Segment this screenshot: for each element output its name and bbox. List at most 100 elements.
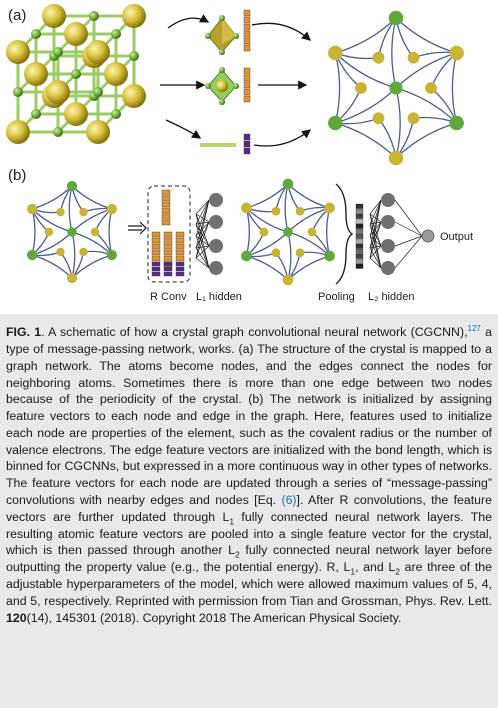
graph-edge [334,52,341,124]
graph-node [271,248,281,258]
l1-hidden-label: L₁ hidden [196,291,242,303]
rconv-feature-vectors [151,189,185,277]
rconv-feature-cell [151,249,161,256]
rconv-box [147,185,191,283]
graph-edge [71,208,113,233]
figure-svg: (a) (b) [6,4,473,303]
graph-node [372,112,385,125]
pooled-feature-cell [355,208,364,214]
rconv-feature-cell [151,237,161,244]
nn-neuron [381,215,395,229]
node-feature-cell [243,37,251,45]
node-feature-cell [243,67,251,75]
crystal-graph-a [328,10,464,166]
rconv-feature-cell [175,237,185,244]
caption-text-2: a type of message-passing network, works… [6,325,492,508]
graph-node [56,247,65,257]
graph-node [328,45,343,61]
large-atom [86,40,110,64]
edge-feature-cell [243,133,251,141]
graph-edge [245,207,250,257]
caption-text-8: (14), 145301 (2018). Copyright 2018 The … [26,610,402,625]
graph-edge [31,231,73,256]
nn-connection [195,247,210,269]
nn-connection [394,221,423,237]
nn-connection [195,245,210,259]
edge-feature-cell [243,147,251,155]
graph-node [67,227,77,237]
mapping-arrows [160,14,312,147]
rconv-feature-cell [175,255,185,262]
pooled-feature-cell [355,253,364,259]
nn-connection [369,221,382,249]
graph-edge [395,87,401,159]
graph-node [407,112,420,125]
graph-node [295,248,305,258]
pooled-feature-cell [355,218,364,224]
nn-connection [394,235,423,269]
rconv-feature-cell [175,243,185,250]
large-atom [86,120,110,144]
rconv-feature-cell [151,243,161,250]
graph-node [324,250,335,262]
small-atom [93,87,103,97]
citation-127[interactable]: 127 [467,324,481,333]
small-atom [129,51,139,61]
nn-connection [195,199,210,215]
graph-node [295,206,305,216]
pooled-feature-cell [355,238,364,244]
graph-node [106,249,117,261]
caption-text-5: fully connected neural network layer bef… [6,543,492,575]
graph-node [44,227,54,237]
rconv-feature-cell [161,201,171,208]
nn-neuron [381,193,395,207]
caption-text-4: fully con­nected neural network layers. … [6,509,492,558]
graph-node [79,207,88,217]
l2-hidden-label: L₂ hidden [368,291,414,303]
rconv-feature-cell [151,266,161,272]
figure-caption: FIG. 1. A schematic of how a crystal gra… [6,321,492,626]
caption-text-7: are three of the adjustable hyper­parame… [6,560,492,608]
graph-node [66,180,78,192]
graph-edge [31,254,73,279]
rconv-feature-cell [161,219,171,226]
graph-node [241,250,252,262]
pooled-feature-cell [355,263,364,269]
graph-edge [391,17,397,89]
graph-edge [71,254,113,279]
graph-edge [287,231,292,281]
node-feature-cell [243,23,251,31]
graph-node [307,227,317,237]
nn-connection [195,199,210,237]
large-atom [64,22,88,46]
graph-edge [287,183,330,209]
nn-connection [195,199,210,259]
graph-edge [335,87,397,124]
nn-neuron [209,239,223,253]
node-feature-cell [243,74,251,82]
graph-node [355,82,367,94]
small-atom [31,109,41,119]
graph-node [283,227,293,237]
graph-edge [284,183,289,233]
graph-edge [246,231,289,257]
graph-node [27,249,38,261]
equation-link[interactable]: (6) [281,493,297,508]
rconv-feature-cell [151,271,161,277]
node-feature-cell [243,81,251,89]
node-feature-cell [243,44,251,52]
caption-text-6: , and L [355,560,396,575]
rconv-feature-cell [163,271,173,277]
large-atom [122,84,146,108]
nn-connection [369,257,382,269]
graph-node [259,227,269,237]
pooled-feature-vector [355,203,364,269]
rconv-feature-cell [151,231,161,238]
nn-neuron [209,193,223,207]
graph-edge [31,208,36,256]
small-atom [89,11,99,21]
graph-node [328,115,343,131]
large-atom [46,80,70,104]
panel-b-label: (b) [8,167,26,184]
